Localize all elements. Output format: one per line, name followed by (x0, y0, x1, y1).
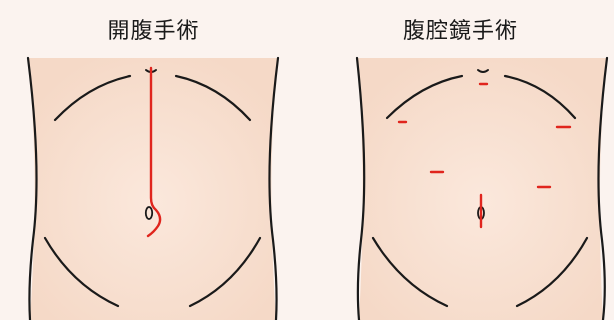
laparoscopic-surgery-panel: 腹腔鏡手術 (307, 0, 614, 320)
laparoscopic-surgery-torso-illustration (307, 0, 614, 320)
torso-skin (28, 58, 278, 320)
torso-skin (357, 58, 607, 320)
open-surgery-panel: 開腹手術 (0, 0, 307, 320)
open-surgery-torso-illustration (0, 0, 307, 320)
